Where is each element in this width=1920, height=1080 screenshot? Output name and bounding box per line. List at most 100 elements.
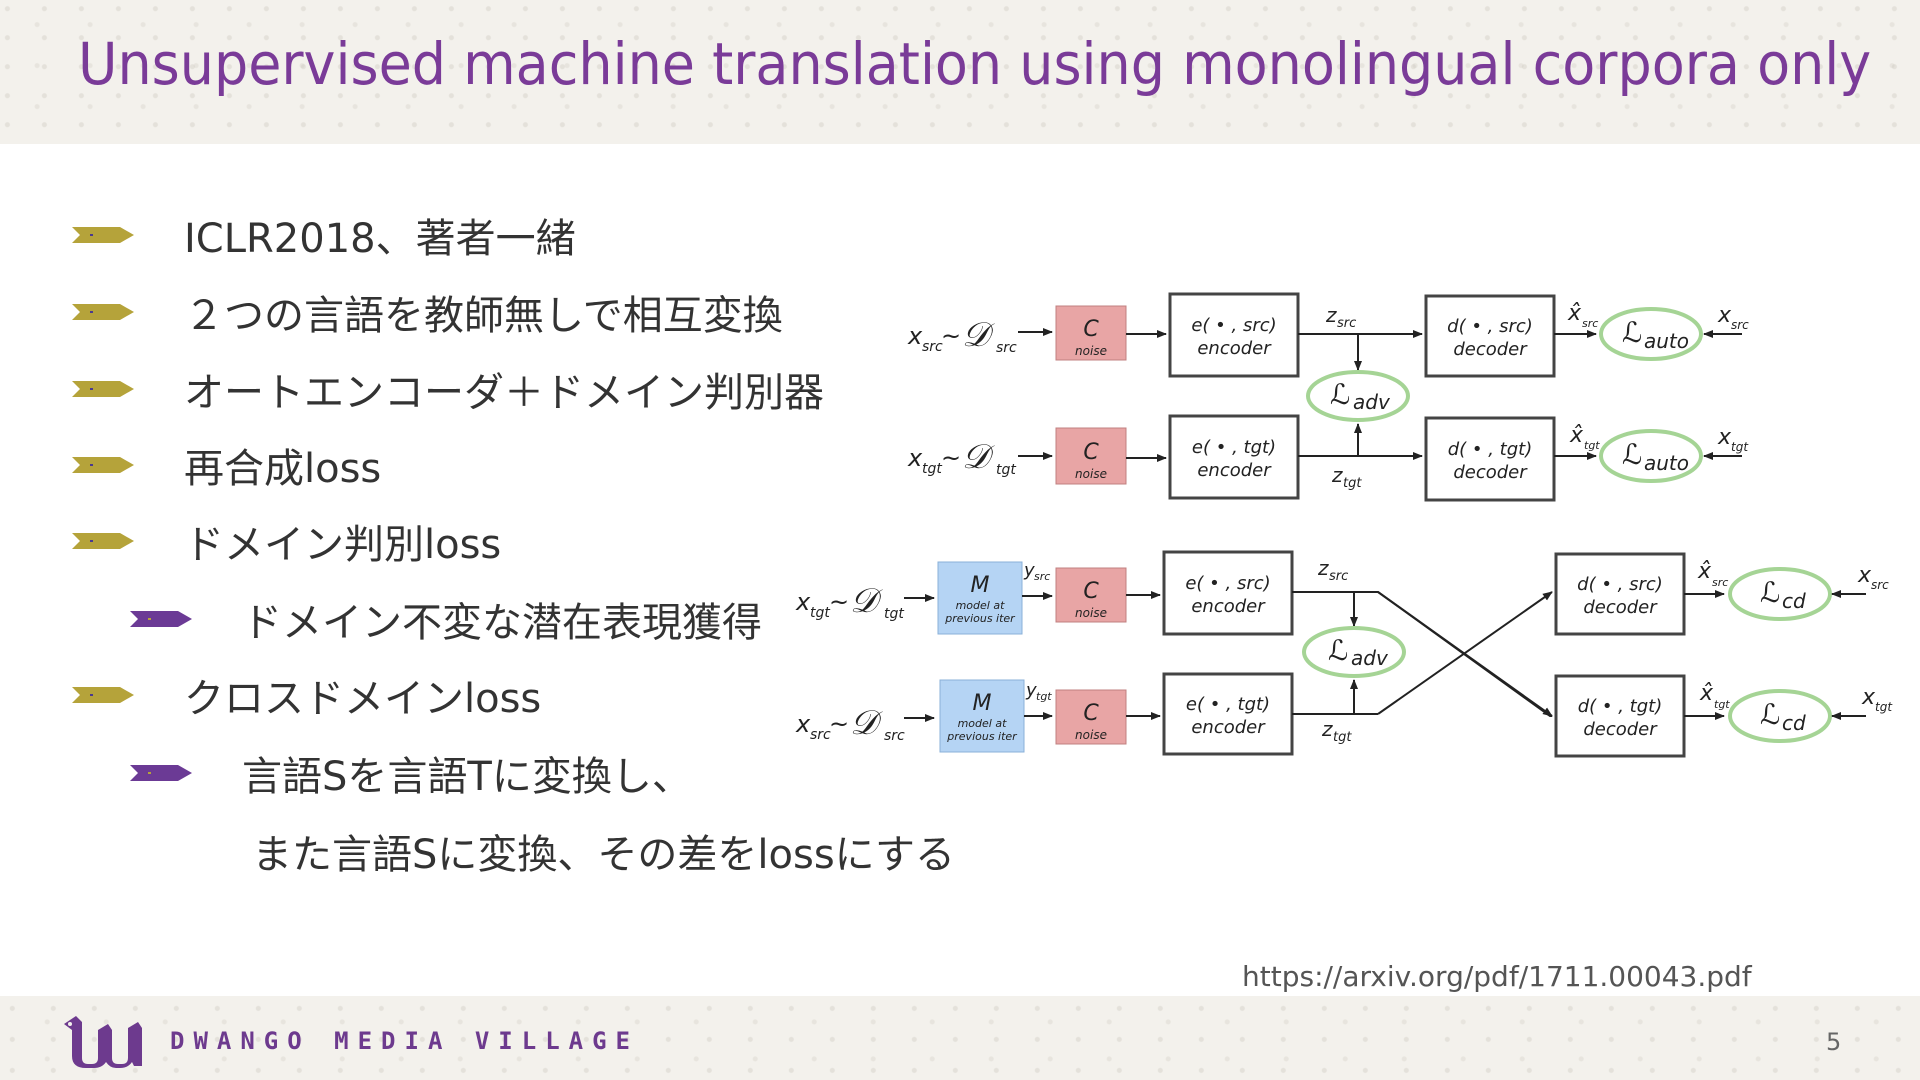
svg-text:cd: cd [1782, 589, 1806, 613]
loss-adv-top: ℒ adv [1306, 370, 1410, 422]
arrow-bullet-icon [72, 227, 134, 243]
svg-text:auto: auto [1644, 451, 1689, 475]
svg-text:𝒟: 𝒟 [962, 437, 995, 477]
bullet-text: 言語Sを言語Tに変換し、 [242, 754, 692, 800]
bullet-item: オートエンコーダ＋ドメイン判別器 [72, 360, 824, 418]
svg-text:C: C [1083, 701, 1099, 726]
source-link[interactable]: https://arxiv.org/pdf/1711.00043.pdf [1242, 960, 1752, 993]
bullet-item: 再合成loss [72, 436, 381, 494]
svg-text:e( • , src): e( • , src) [1185, 573, 1270, 594]
svg-text:z: z [1325, 303, 1337, 327]
svg-text:tgt: tgt [1343, 476, 1362, 491]
svg-text:tgt: tgt [1731, 440, 1749, 454]
svg-text:noise: noise [1075, 606, 1107, 620]
svg-text:e( • , tgt): e( • , tgt) [1192, 437, 1276, 458]
svg-text:tgt: tgt [1714, 698, 1730, 711]
encoder-src-box: e( • , src) encoder [1168, 292, 1300, 378]
arrow-bullet-icon [130, 765, 192, 781]
svg-text:x: x [795, 588, 811, 616]
svg-text:y: y [1023, 560, 1035, 581]
svg-text:tgt: tgt [810, 605, 830, 621]
svg-text:src: src [1871, 578, 1889, 592]
svg-text:src: src [884, 728, 905, 744]
decoder-src-box: d( • , src) decoder [1554, 552, 1686, 636]
model-box: M model at previous iter [939, 679, 1025, 753]
brand-name: DWANGO MEDIA VILLAGE [170, 1027, 639, 1055]
svg-text:decoder: decoder [1453, 339, 1528, 360]
bullet-item-sub: ドメイン不変な潜在表現獲得 [130, 590, 762, 648]
page-number: 5 [1826, 1028, 1842, 1056]
svg-text:x: x [907, 322, 923, 350]
svg-text:ℒ: ℒ [1330, 378, 1350, 411]
svg-text:noise: noise [1075, 344, 1107, 358]
svg-text:d( • , src): d( • , src) [1577, 574, 1663, 595]
xhat-tgt-label: x̂tgt [1569, 423, 1600, 452]
svg-text:x: x [1717, 303, 1732, 328]
svg-text:auto: auto [1644, 329, 1689, 353]
loss-cd-tgt: ℒ cd [1728, 689, 1832, 743]
bullet-item: クロスドメインloss [72, 666, 541, 724]
loss-cd-src: ℒ cd [1728, 567, 1832, 621]
svg-text:noise: noise [1075, 728, 1107, 742]
svg-text:tgt: tgt [1875, 700, 1893, 714]
decoder-tgt-box: d( • , tgt) decoder [1424, 416, 1556, 502]
svg-text:src: src [1731, 318, 1749, 332]
svg-text:src: src [996, 340, 1017, 356]
svg-text:src: src [810, 727, 831, 743]
svg-text:src: src [1034, 570, 1050, 583]
slide-title: Unsupervised machine translation using m… [78, 30, 1872, 98]
svg-text:ℒ: ℒ [1760, 698, 1780, 731]
arrow-bullet-icon [72, 457, 134, 473]
bullet-text: また言語Sに変換、その差をlossにする [252, 832, 956, 878]
svg-text:d( • , tgt): d( • , tgt) [1578, 696, 1663, 717]
svg-text:ℒ: ℒ [1760, 576, 1780, 609]
svg-text:previous iter: previous iter [946, 730, 1018, 743]
bullet-text: ドメイン不変な潜在表現獲得 [242, 600, 762, 646]
arrow-bullet-icon [72, 687, 134, 703]
loss-adv-bottom: ℒ adv [1302, 626, 1406, 678]
svg-text:tgt: tgt [1584, 439, 1600, 452]
footer-band [0, 996, 1920, 1080]
noise-box: C noise [1055, 305, 1127, 361]
svg-text:src: src [1712, 576, 1728, 589]
svg-text:𝒟: 𝒟 [850, 703, 883, 743]
bullet-item-sub: 言語Sを言語Tに変換し、 [130, 744, 692, 802]
bullet-item: ドメイン判別loss [72, 512, 501, 570]
svg-text:encoder: encoder [1191, 596, 1266, 617]
loss-auto-src: ℒ auto [1599, 307, 1703, 361]
arrow-bullet-icon [130, 611, 192, 627]
encoder-tgt-box: e( • , tgt) encoder [1162, 672, 1294, 756]
svg-text:~: ~ [941, 444, 961, 472]
svg-text:x̂: x̂ [1569, 423, 1584, 448]
svg-text:C: C [1083, 317, 1099, 342]
svg-text:z: z [1331, 463, 1343, 487]
model-box: M model at previous iter [937, 561, 1023, 635]
svg-text:tgt: tgt [996, 462, 1016, 478]
svg-text:𝒟: 𝒟 [850, 581, 883, 621]
svg-text:y: y [1025, 680, 1037, 701]
xhat-src-label: x̂src [1567, 301, 1598, 330]
svg-text:~: ~ [941, 322, 961, 350]
bullet-continuation: また言語Sに変換、その差をlossにする [252, 822, 955, 880]
svg-text:encoder: encoder [1197, 338, 1272, 359]
svg-text:model at: model at [956, 599, 1005, 612]
svg-text:src: src [1329, 569, 1348, 584]
svg-text:model at: model at [958, 717, 1007, 730]
bullet-text: クロスドメインloss [184, 676, 542, 722]
svg-text:src: src [1582, 317, 1598, 330]
svg-text:x: x [1857, 563, 1872, 588]
svg-text:tgt: tgt [884, 606, 904, 622]
noise-box: C noise [1055, 689, 1127, 745]
svg-text:C: C [1083, 440, 1099, 465]
xhat-tgt-label: x̂tgt [1699, 681, 1730, 711]
